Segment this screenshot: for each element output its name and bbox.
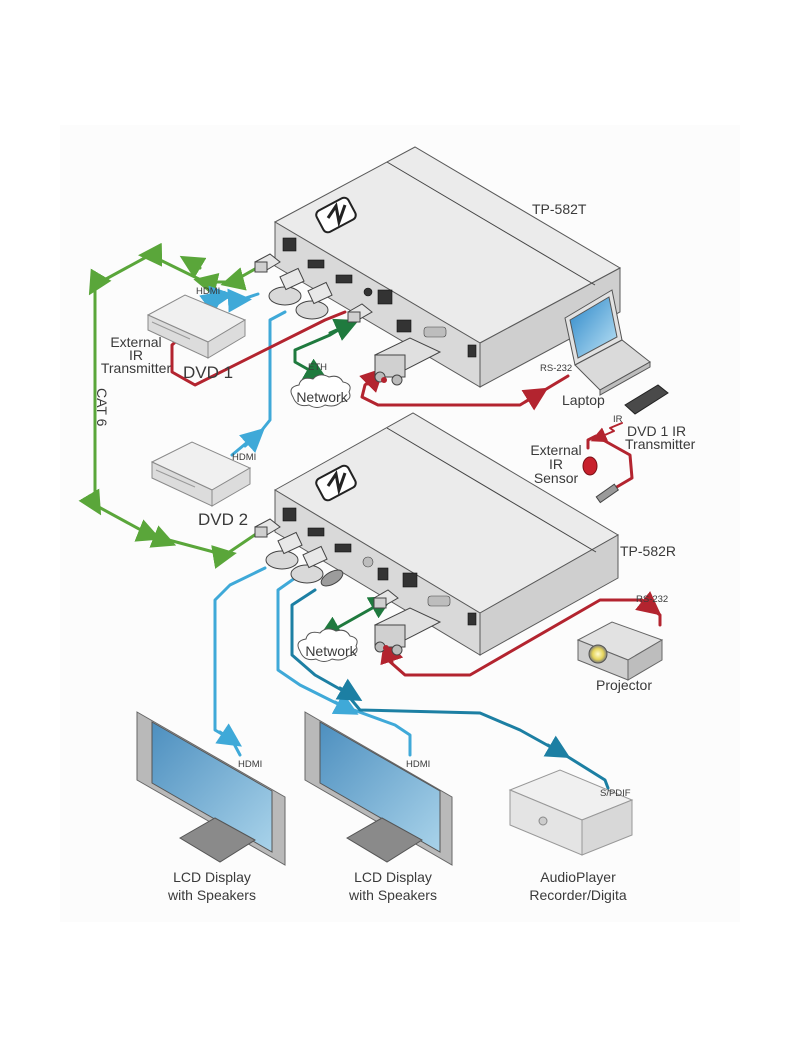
- ext-ir-transmitter-label-3: Transmitter: [101, 360, 172, 376]
- hdmi-lcd1-arrow: [215, 723, 242, 747]
- ext-ir-sensor-label-2: IR: [549, 456, 563, 472]
- kramer-logo-icon: [315, 464, 357, 502]
- cat6-arrow-top: [179, 255, 207, 279]
- lcd1-label-1: LCD Display: [173, 869, 251, 885]
- spdif-port-icon: [362, 556, 374, 568]
- eth-top-label: ETH: [308, 362, 327, 373]
- tp-582t-device: [273, 146, 622, 388]
- rs232-port-icon: [427, 595, 451, 607]
- ir-transmitter-cable: [170, 310, 347, 387]
- rs232-laptop-label: RS-232: [540, 363, 572, 374]
- hdmi-lcd2-arrow: [331, 692, 359, 715]
- audio-player-label-1: AudioPlayer: [540, 869, 616, 885]
- hdmi-plug-icon: [290, 545, 328, 584]
- hdmi-dvd1-label: HDMI: [196, 286, 220, 297]
- spdif-plug-icon: [320, 569, 344, 587]
- power-port-icon: [467, 612, 477, 626]
- rj45-port-icon: [377, 289, 393, 305]
- ext-ir-transmitter-label-2: IR: [129, 347, 143, 363]
- hdmi-plug-icon: [265, 531, 303, 570]
- hdmi-port-icon: [307, 259, 325, 269]
- tp-582r-device: [274, 412, 619, 656]
- ir-terminal-icon: [396, 319, 412, 333]
- rj45-plug-icon: [254, 518, 281, 538]
- lcd2-label-1: LCD Display: [354, 869, 432, 885]
- rs232-laptop-arrow: [521, 387, 549, 411]
- hdmi-port-icon: [334, 543, 352, 553]
- projector-label: Projector: [596, 677, 652, 693]
- hdmi-plug-icon: [268, 267, 305, 306]
- ext-ir-sensor-label-3: Sensor: [534, 470, 579, 486]
- spdif-arrow-2: [543, 735, 571, 759]
- lcd1-label-2: with Speakers: [167, 887, 256, 903]
- dvd2-label: DVD 2: [198, 510, 248, 529]
- lcd-display-1: [136, 711, 286, 866]
- hdmi-dvd2-arrow: [239, 427, 265, 453]
- network-cloud-bottom: [297, 628, 358, 662]
- rs232-projector-arrow: [635, 591, 662, 616]
- audio-jack-icon: [363, 287, 373, 297]
- lcd2-label-2: with Speakers: [348, 887, 437, 903]
- rj45-port-icon: [282, 237, 297, 252]
- cat6-cable: [78, 242, 264, 569]
- rs232-port-icon: [423, 326, 447, 338]
- tp-582r-label: TP-582R: [620, 543, 676, 559]
- rj45-plug-icon: [254, 253, 281, 273]
- spdif-arrow-1: [335, 678, 363, 702]
- network-bottom-label: Network: [305, 643, 357, 659]
- dvd1-label: DVD 1: [183, 363, 233, 382]
- dvd1-ir-transmitter-label-2: Transmitter: [625, 436, 696, 452]
- dvd2-player: [150, 441, 252, 507]
- hdmi-dvd2-label: HDMI: [232, 452, 256, 463]
- rs232-projector-label: RS-232: [636, 594, 668, 605]
- spdif-cable: [290, 588, 610, 790]
- lcd-display-2: [304, 711, 453, 866]
- rs232-projector-arrow-start: [380, 638, 404, 666]
- audio-player-device: [508, 769, 634, 856]
- dvd1-player: [146, 294, 247, 359]
- laptop-device: [564, 289, 651, 396]
- spdif-label: S/PDIF: [600, 788, 631, 799]
- tp-582t-label: TP-582T: [532, 201, 587, 217]
- ir-signal-arrow: [590, 422, 623, 443]
- laptop-label: Laptop: [562, 392, 605, 408]
- rj45-port-icon: [282, 507, 297, 522]
- rj45-plug-icon: [347, 303, 373, 323]
- rs232-connector-icon: [373, 337, 442, 386]
- dvd1-ir-transmitter-label-1: DVD 1 IR: [627, 423, 686, 439]
- projector-device: [576, 621, 664, 681]
- cat6-arrow-bottom: [148, 525, 177, 548]
- ir-sensor-icon: [582, 456, 598, 476]
- hdmi-lcd1-label: HDMI: [238, 759, 262, 770]
- hdmi-lcd2-label: HDMI: [406, 759, 430, 770]
- kramer-logo-icon: [315, 196, 357, 234]
- network-top-label: Network: [296, 389, 348, 405]
- network-cloud-top: [290, 374, 351, 408]
- eth-top-arrow: [328, 318, 359, 341]
- hdmi-plug-icon: [295, 281, 333, 320]
- audio-plug-icon: [595, 483, 620, 504]
- ext-ir-transmitter-label-1: External: [110, 334, 161, 350]
- hdmi-lcd2-cable: [276, 576, 412, 757]
- rj45-plug-icon: [373, 589, 399, 609]
- power-port-icon: [467, 344, 477, 358]
- hdmi-port-icon: [335, 274, 353, 284]
- hdmi-dvd1-arrow: [199, 290, 226, 315]
- ir-port-icon: [377, 567, 389, 581]
- rs232-connector-icon: [373, 607, 442, 656]
- ir-label: IR: [613, 414, 623, 425]
- rj45-port-icon: [402, 572, 418, 588]
- ir-remote-icon: [624, 384, 669, 415]
- audio-player-label-2: Recorder/Digita: [529, 887, 626, 903]
- ext-ir-sensor-label-1: External: [530, 442, 581, 458]
- cat6-label: CAT 6: [94, 388, 110, 427]
- hdmi-port-icon: [307, 527, 325, 537]
